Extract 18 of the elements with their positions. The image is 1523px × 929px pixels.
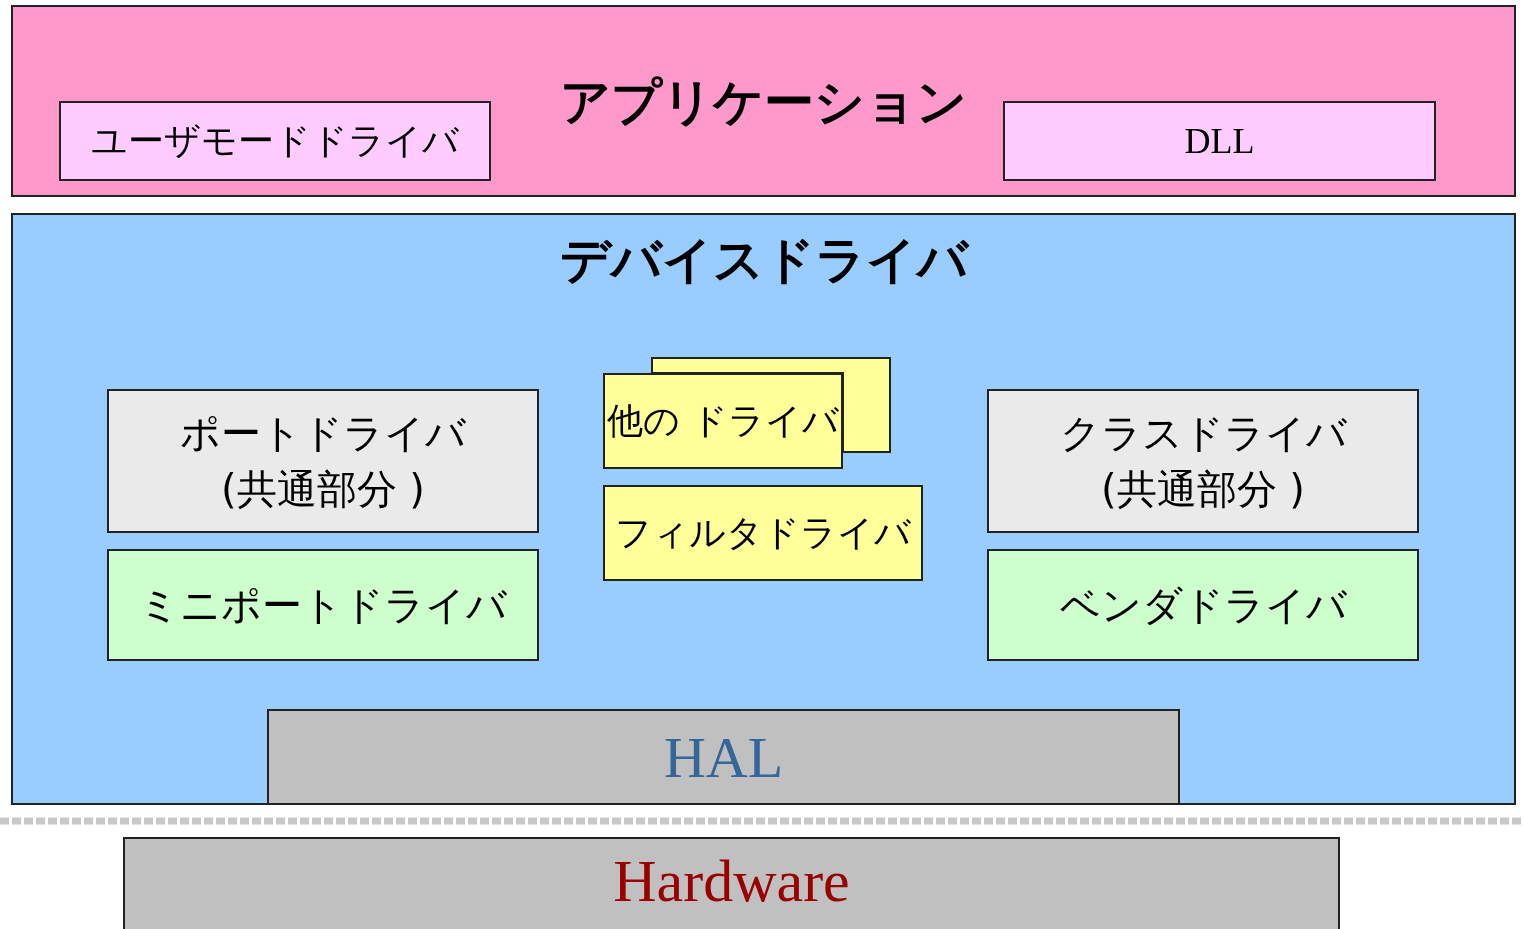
driver-layer bbox=[11, 213, 1516, 805]
box-label: ポートドライバ bbox=[180, 409, 466, 458]
driver-box bbox=[987, 389, 1419, 533]
application-layer bbox=[11, 5, 1516, 197]
driver-box: 他の ドライバ bbox=[603, 373, 843, 469]
hal-box: HAL bbox=[267, 709, 1180, 805]
box-label: クラスドライバ bbox=[1059, 409, 1347, 458]
layer-title: アプリケーション bbox=[559, 72, 968, 133]
layer-title: デバイスドライバ bbox=[558, 230, 971, 291]
driver-box: ベンダドライバ bbox=[987, 549, 1419, 661]
driver-box: フィルタドライバ bbox=[603, 485, 923, 581]
box-label: (共通部分 ) bbox=[1101, 465, 1305, 514]
library-box: DLL bbox=[1003, 101, 1436, 181]
driver-box: ユーザモードドライバ bbox=[59, 101, 491, 181]
hardware-box: Hardware bbox=[123, 837, 1340, 929]
driver-box bbox=[107, 389, 539, 533]
driver-box: ミニポートドライバ bbox=[107, 549, 539, 661]
box-label: (共通部分 ) bbox=[221, 465, 425, 514]
